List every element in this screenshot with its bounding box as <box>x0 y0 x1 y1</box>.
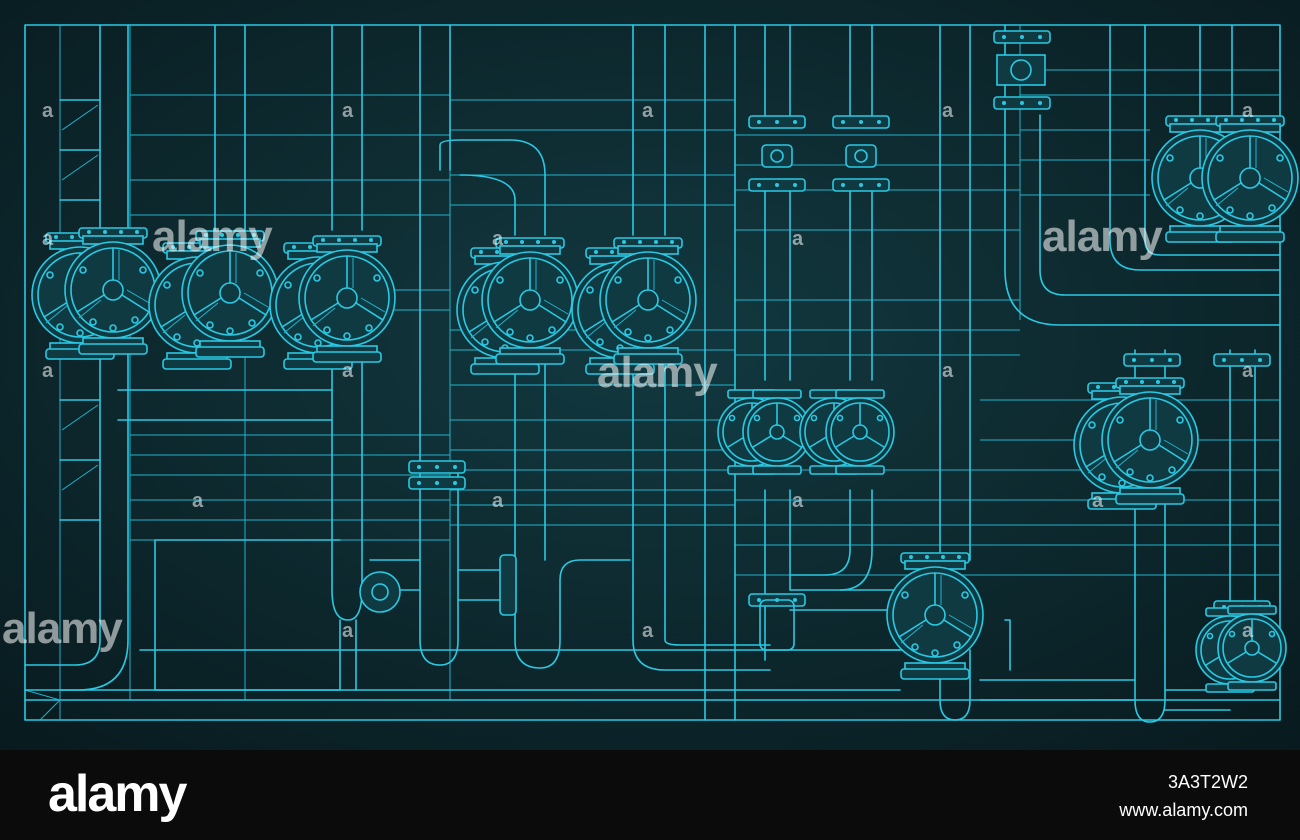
stock-footer-bar: alamy 3A3T2W2 www.alamy.com <box>0 750 1300 840</box>
small-inline-valves <box>761 144 877 168</box>
pipe-flanges <box>359 30 1271 651</box>
blueprint-illustration <box>0 0 1300 750</box>
blueprint-background <box>0 0 1300 750</box>
horizontal-rails <box>130 69 1280 576</box>
site-url-label: www.alamy.com <box>1119 800 1248 820</box>
vertical-pipes <box>24 24 1281 723</box>
alamy-logo: alamy <box>48 765 187 823</box>
image-id-label: 3A3T2W2 <box>1167 772 1248 792</box>
